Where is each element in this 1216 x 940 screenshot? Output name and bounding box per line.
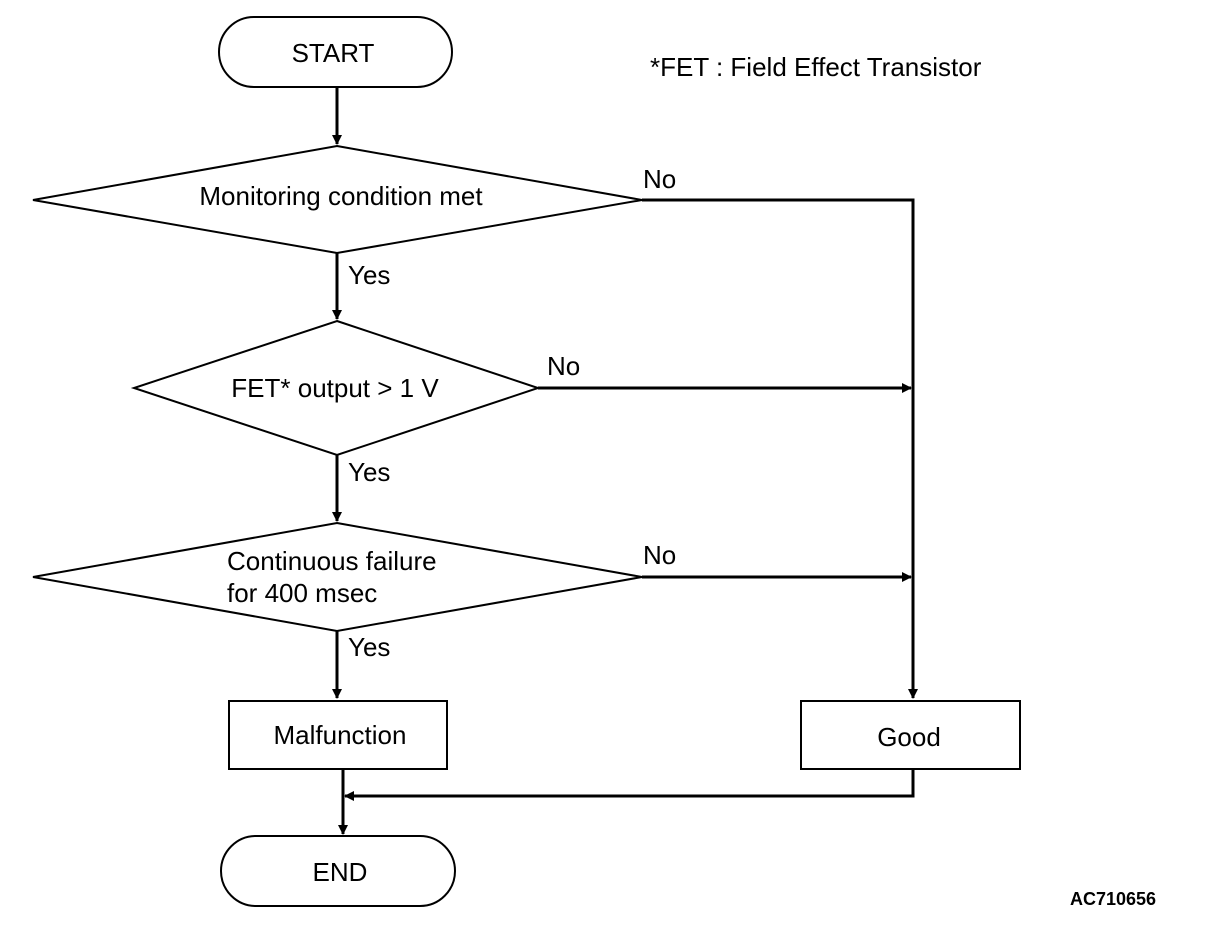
start-label: START	[292, 38, 375, 68]
end-node	[220, 835, 456, 907]
fet-footnote: *FET : Field Effect Transistor	[650, 52, 982, 82]
end-label: END	[313, 857, 368, 887]
fet-output-label: FET* output > 1 V	[231, 373, 439, 403]
edge-good-to-end	[344, 769, 915, 801]
continuous-no-label: No	[643, 540, 676, 570]
edge-monitoring-no	[642, 198, 918, 699]
good-label: Good	[877, 722, 941, 752]
malfunction-label: Malfunction	[274, 720, 407, 750]
monitoring-label: Monitoring condition met	[199, 181, 483, 211]
fet-yes-label: Yes	[348, 457, 390, 487]
monitoring-no-label: No	[643, 164, 676, 194]
continuous-failure-decision	[32, 521, 643, 633]
figure-id: AC710656	[1070, 889, 1156, 909]
continuous-label-line2: for 400 msec	[227, 578, 377, 608]
continuous-yes-label: Yes	[348, 632, 390, 662]
continuous-label-line1: Continuous failure	[227, 546, 437, 576]
good-box	[800, 700, 1021, 770]
malfunction-box	[228, 700, 448, 770]
monitoring-yes-label: Yes	[348, 260, 390, 290]
fet-no-label: No	[547, 351, 580, 381]
